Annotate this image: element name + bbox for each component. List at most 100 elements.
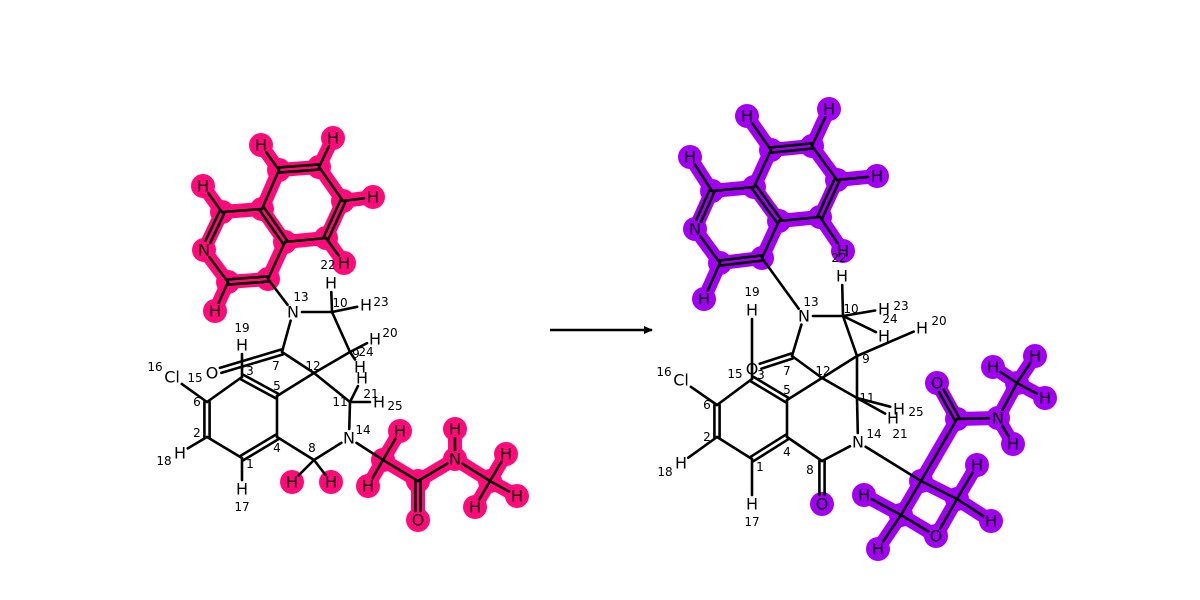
bond-m1-34-a [750,187,779,224]
atom-index-m1-4: 4 [783,445,791,459]
atom-label-m1-57: H [985,512,997,531]
atom-highlight-m1-16 [810,492,834,516]
atom-label-m0-18: H [236,336,248,355]
bond-m0-50 [416,462,449,483]
bond-m1-12-a [758,352,793,366]
bond-m0-0 [205,435,244,460]
atom-label-m0-21: H [325,274,337,293]
atom-label-m0-13: N [343,429,355,448]
atom-label-m0-22: H [360,296,372,315]
bond-m1-42 [693,163,714,193]
bond-layer [180,115,1039,543]
atom-index-m1-9: 9 [862,352,870,366]
bond-m1-44 [810,115,827,148]
atom-label-m0-38: H [327,129,339,148]
bond-m0-42 [317,144,331,169]
atom-index-m0-6: 6 [193,395,201,409]
bond-m1-36 [752,148,773,189]
atom-index-m0-1: 1 [246,457,254,471]
bond-m0-30-b [204,209,221,243]
bond-m0-44 [324,236,341,257]
atom-label-m1-21: H [887,409,899,428]
bond-m1-46 [818,215,840,245]
atom-label-m0-19: H [369,330,381,349]
bond-m0-32-b [262,206,289,242]
bond-m1-6 [689,385,719,407]
atom-label-m1-18: H [675,454,687,473]
atom-label-m1-14: Cl [673,371,689,390]
bond-m1-24 [840,283,845,318]
atom-index-m1-23: 23 [893,299,908,313]
atom-label-m0-50: H [449,420,461,439]
bond-m1-19 [820,444,852,463]
bond-m1-58 [899,513,930,533]
atom-label-m0-37: H [255,136,267,155]
atom-label-m0-42: H [325,473,337,492]
atom-label-m1-15: O [746,360,759,379]
bond-m1-8 [686,435,719,460]
bond-m0-48 [381,458,420,483]
atom-index-m1-16: 16 [656,365,671,379]
atom-index-m0-21: 21 [363,387,378,401]
atom-label-m0-52: H [511,487,523,506]
bond-m0-8 [186,435,209,450]
atom-label-m0-53: H [469,498,481,517]
atom-label-m0-16: H [236,480,248,499]
bond-m0-29 [208,255,230,284]
atom-label-m0-46: N [449,450,461,469]
bond-m0-35-b [277,163,321,169]
atom-label-m1-48: H [987,358,999,377]
bond-m1-15 [841,314,859,358]
atom-label-m1-53: O [930,527,943,546]
bond-m0-36 [317,165,345,203]
atom-index-m0-20: 20 [382,326,397,340]
atom-index-m1-1: 1 [756,460,764,474]
atom-index-m0-5: 5 [273,379,281,393]
bond-m0-52 [381,437,397,462]
atom-index-m1-24: 24 [882,312,897,326]
atom-label-m0-35: H [209,302,221,321]
atom-index-m1-5: 5 [783,383,791,397]
atom-label-m0-51: H [500,445,512,464]
atom-label-m1-56: H [971,456,983,475]
bond-m1-39-a [816,177,836,218]
bond-m1-54 [1015,362,1032,385]
atom-label-m0-15: O [206,364,219,383]
bond-m0-47 [355,441,385,462]
bond-m1-18 [855,396,860,435]
bond-m1-41 [706,261,722,293]
bond-m1-50 [955,416,991,421]
bond-m1-26 [841,314,878,334]
bond-m1-32-a [699,190,716,224]
bond-m0-40 [207,191,224,214]
atom-index-m0-11: 11 [332,395,347,409]
bond-m0-5-b [242,437,280,462]
bond-m0-5-a [239,433,277,458]
atom-index-m0-17: 17 [234,500,249,514]
atom-index-m1-13: 13 [803,295,818,309]
bond-m0-30-a [208,211,226,245]
bond-m0-38 [283,236,328,244]
atom-label-m1-17: H [746,495,758,514]
atom-label-m1-41: H [837,242,849,261]
atom-label-m0-12: N [287,303,299,322]
atom-index-m0-3: 3 [246,364,254,378]
bond-m0-10 [275,371,316,398]
bond-m1-57 [919,479,959,501]
bond-m0-56 [488,479,511,493]
bond-m0-21 [330,290,334,314]
bond-m1-63 [955,497,985,518]
bond-m0-51 [461,462,492,483]
atom-label-m1-55: H [872,540,884,559]
atom-index-m1-6: 6 [703,398,711,412]
atom-label-m0-39: H [367,188,379,207]
bond-m1-52 [1001,424,1010,438]
atom-label-m1-44: O [931,374,944,393]
atom-index-m0-9: 9 [352,347,360,361]
atom-index-m1-3: 3 [757,368,765,382]
bond-m0-55 [488,460,503,483]
atom-index-m1-19: 19 [744,285,759,299]
bond-m1-35 [760,219,781,260]
bond-m0-35-a [277,168,321,174]
